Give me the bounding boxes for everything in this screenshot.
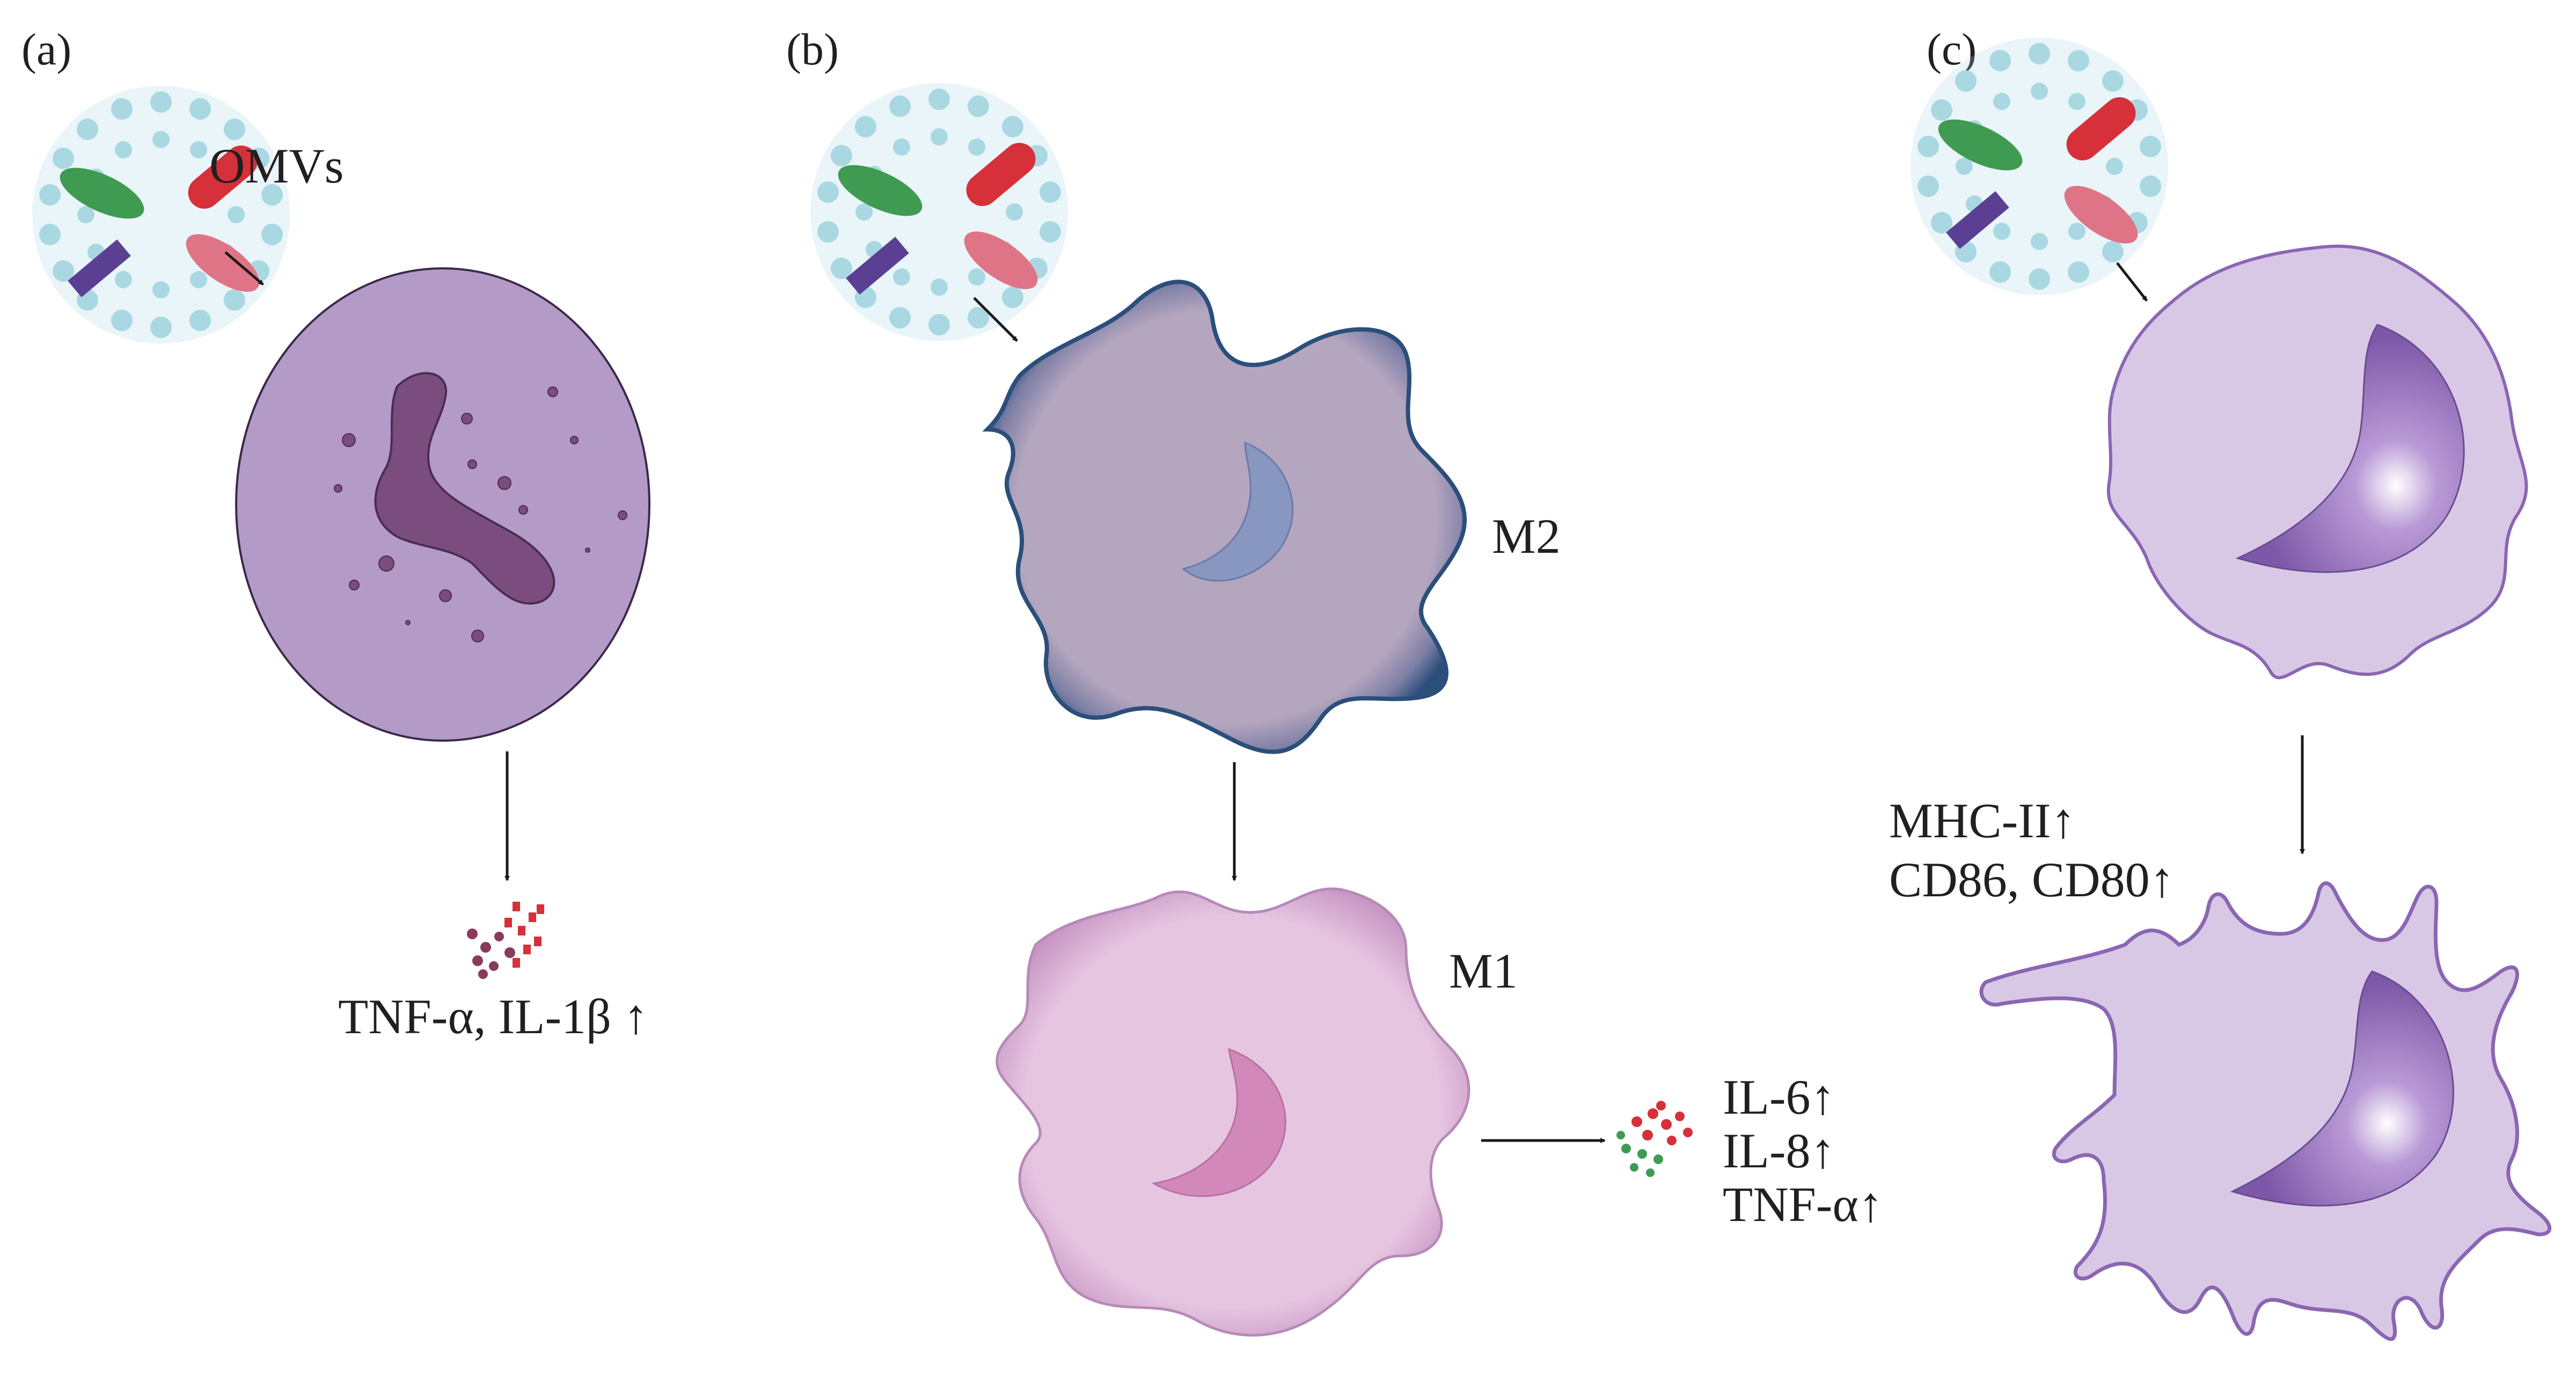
panel-b-label: (b) bbox=[786, 25, 839, 75]
marker-cd86-cd80-label: CD86, CD80↑ bbox=[1889, 852, 2175, 907]
m2-macrophage-cell bbox=[982, 280, 1467, 754]
omv-vesicle-icon-b bbox=[810, 83, 1068, 341]
mature-dendritic-cell bbox=[1979, 881, 2552, 1341]
m1-nucleus bbox=[1151, 1048, 1286, 1197]
mature-dc-nucleus bbox=[2230, 970, 2454, 1207]
cytokine-cluster-icon bbox=[467, 902, 544, 979]
immature-dendritic-cell bbox=[2106, 244, 2528, 679]
panel-a-output-label: TNF-α, IL-1β ↑ bbox=[338, 989, 648, 1044]
arrow-omv-to-immature-dc bbox=[2116, 262, 2148, 302]
cytokine-il8-label: IL-8↑ bbox=[1723, 1123, 1835, 1178]
cytokine-cluster-icon-b bbox=[1616, 1101, 1693, 1177]
marker-mhc-label: MHC-II↑ bbox=[1889, 793, 2076, 848]
arrow-omv-to-neutrophil bbox=[224, 251, 264, 286]
cytokine-il6-label: IL-6↑ bbox=[1723, 1070, 1835, 1124]
immature-dc-nucleus bbox=[2235, 324, 2465, 573]
omv-vesicle-icon bbox=[32, 86, 290, 343]
m1-macrophage-cell bbox=[996, 887, 1470, 1337]
omvs-label: OMVs bbox=[209, 138, 343, 193]
arrow-omv-to-m2 bbox=[973, 297, 1018, 342]
panel-a-label: (a) bbox=[21, 25, 71, 75]
omv-vesicle-icon-c bbox=[1911, 38, 2168, 295]
m2-label: M2 bbox=[1492, 509, 1561, 564]
neutrophil-nucleus bbox=[374, 372, 555, 605]
m2-nucleus bbox=[1181, 441, 1294, 582]
cytokine-tnfa-label: TNF-α↑ bbox=[1723, 1177, 1883, 1232]
neutrophil-cell bbox=[235, 267, 650, 742]
m1-label: M1 bbox=[1449, 944, 1518, 998]
